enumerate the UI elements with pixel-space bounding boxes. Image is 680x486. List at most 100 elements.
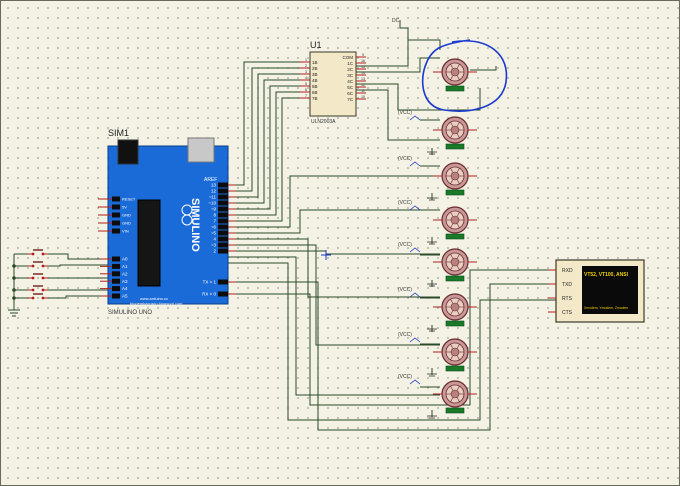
vcc-label: (VCC)	[398, 374, 412, 380]
digital-header	[218, 291, 228, 297]
driver-in-number: 1	[305, 58, 307, 62]
driver-out-label: 1C	[347, 61, 354, 66]
push-switch[interactable]	[28, 285, 48, 292]
vcc-arrow-icon	[409, 115, 421, 121]
vcc-label: (VCC)	[398, 110, 412, 116]
dc-motor[interactable]: (VCC)	[398, 110, 477, 155]
driver-out-number: 16	[361, 59, 365, 63]
footer-url-1: www.arduino.cc	[140, 296, 168, 301]
analog-header	[112, 263, 120, 269]
digital-header	[218, 194, 228, 200]
highlight-annotation	[421, 39, 508, 112]
digital-header	[218, 230, 228, 236]
dc-motor[interactable]: (VCC)	[398, 332, 477, 377]
driver-in-label: 6B	[312, 90, 318, 95]
dc-motor[interactable]: (VCC)	[398, 156, 477, 201]
digital-header	[218, 200, 228, 206]
top-dc-label: DC	[392, 18, 400, 24]
driver-out-label: COM	[343, 55, 354, 60]
probe-marker[interactable]	[321, 250, 331, 260]
power-pin-label: GND	[122, 221, 131, 226]
digital-header	[218, 279, 228, 285]
analog-header	[112, 256, 120, 262]
arduino-board[interactable]: SIM1 SIMULINO AREF 1312~11~10~987~6~54~3…	[98, 128, 236, 316]
vcc-arrow-icon	[409, 292, 421, 298]
dc-motor[interactable]	[433, 58, 477, 92]
motor-status-led	[445, 233, 465, 240]
digital-pin-label: RX < 0	[202, 292, 216, 297]
digital-header	[218, 218, 228, 224]
analog-header	[112, 278, 120, 284]
vcc-label: (VCC)	[398, 332, 412, 338]
analog-pin-label: A4	[122, 286, 128, 291]
driver-in-label: 3B	[312, 72, 318, 77]
terminal-pin-label: TXD	[562, 282, 572, 288]
driver-out-label: 6C	[347, 91, 354, 96]
driver-in-number: 2	[305, 64, 307, 68]
wires	[8, 20, 560, 431]
motor-status-led	[445, 365, 465, 372]
driver-out-number: 9	[362, 53, 364, 57]
vcc-label: (VCC)	[398, 242, 412, 248]
dc-motor[interactable]: (VCC)	[398, 242, 477, 287]
driver-in-number: 6	[305, 88, 307, 92]
driver-out-label: 4C	[347, 79, 354, 84]
digital-pin-label: 2	[213, 249, 216, 254]
driver-out-number: 12	[361, 83, 365, 87]
push-switch[interactable]	[28, 261, 48, 268]
board-body	[107, 145, 229, 305]
analog-pin-label: A0	[122, 257, 128, 262]
power-pin-label: 5V	[122, 205, 127, 210]
digital-header	[218, 206, 228, 212]
vcc-label: (VCC)	[398, 156, 412, 162]
analog-header	[112, 286, 120, 292]
power-header	[112, 204, 120, 210]
virtual-terminal[interactable]: VT52, VT100, ANSI Xmodem, Ymodem, Zmodem…	[548, 259, 645, 323]
vcc-label: (VCC)	[398, 287, 412, 293]
digital-header	[218, 248, 228, 254]
power-header	[112, 196, 120, 202]
terminal-footer: Xmodem, Ymodem, Zmodem	[584, 306, 628, 310]
digital-header	[218, 236, 228, 242]
dc-motor[interactable]: (VCC)	[398, 374, 477, 419]
motor-status-led	[445, 407, 465, 414]
digital-pin-label: ~3	[211, 243, 217, 248]
driver-out-label: 5C	[347, 85, 354, 90]
digital-header	[218, 212, 228, 218]
digital-header	[218, 188, 228, 194]
push-switch[interactable]	[28, 249, 48, 256]
driver-part: ULN2003A	[311, 119, 336, 125]
motor-status-led	[445, 275, 465, 282]
digital-pin-label: 4	[213, 237, 216, 242]
junctions	[12, 264, 16, 300]
dc-motor[interactable]: (VCC)	[398, 287, 477, 332]
infinity-logo-right	[181, 214, 193, 226]
driver-in-number: 5	[305, 82, 307, 86]
digital-header	[218, 242, 228, 248]
power-header	[112, 212, 120, 218]
analog-header	[112, 271, 120, 277]
power-pin-label: VIN	[122, 229, 129, 234]
driver-in-number: 4	[305, 76, 307, 80]
driver-in-number: 3	[305, 70, 307, 74]
digital-pin-label: 7	[213, 219, 216, 224]
driver-out-label: 7C	[347, 97, 354, 102]
digital-pin-label: ~10	[208, 201, 216, 206]
driver-in-number: 7	[305, 94, 307, 98]
dc-motor[interactable]: (VCC)	[398, 200, 477, 245]
digital-pin-label: ~9	[211, 207, 217, 212]
push-switch[interactable]	[28, 273, 48, 280]
driver-out-number: 10	[361, 95, 365, 99]
terminal-screen	[582, 266, 638, 314]
driver-in-label: 1B	[312, 60, 318, 65]
vcc-arrow-icon	[409, 379, 421, 385]
push-switch[interactable]	[28, 293, 48, 300]
switch-bank[interactable]	[28, 249, 48, 300]
vcc-arrow-icon	[409, 337, 421, 343]
